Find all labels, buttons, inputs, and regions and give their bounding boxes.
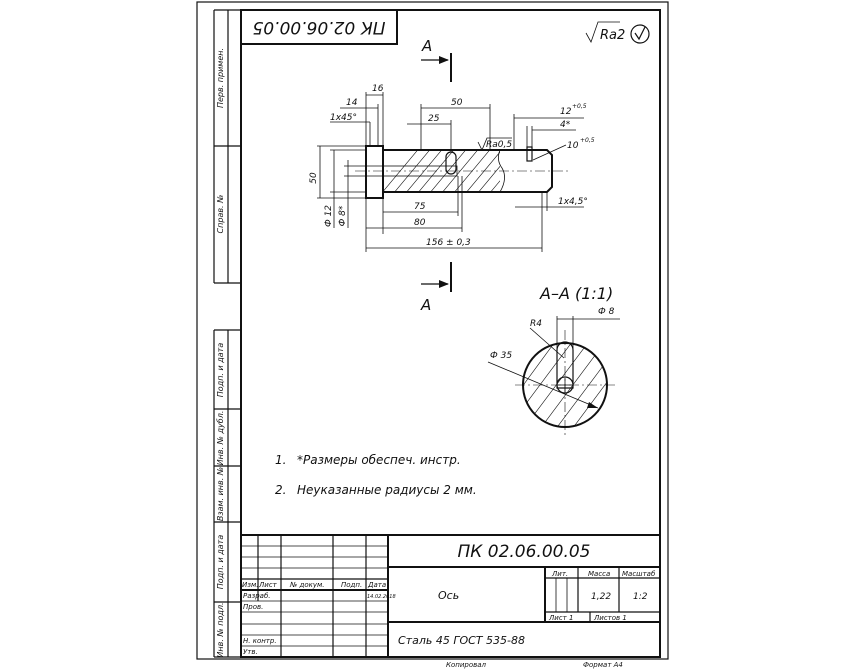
section-dim-r4: R4	[530, 319, 542, 329]
section-letter-top: A	[421, 37, 432, 55]
label-inv-dubl: Инв. № дубл.	[216, 411, 225, 466]
tb-razrab: Разраб.	[243, 592, 271, 600]
label-podp-data-2: Подп. и дата	[216, 535, 225, 590]
label-perv-primen: Перв. примен.	[216, 48, 225, 108]
check-icon	[634, 26, 646, 41]
dim-dia8: Ф 8*	[338, 205, 348, 226]
label-sprav: Справ. №	[216, 195, 225, 234]
footer-kopiroval: Копировал	[446, 661, 487, 669]
tb-col-izm: Изм.	[242, 581, 258, 589]
sheet-border	[196, 1, 669, 660]
dim-50: 50	[451, 98, 463, 108]
note-1-text: *Размеры обеспеч. инстр.	[297, 453, 461, 467]
section-view: A–A (1:1) Ф 35 R4	[487, 284, 620, 435]
tb-list: Лист 1	[548, 614, 573, 622]
dim-12-tol: +0,5	[572, 103, 587, 110]
rotated-designation-text: ПК 02.06.00.05	[253, 17, 386, 37]
tb-col-list: Лист	[258, 581, 278, 589]
section-dim-dia35: Ф 35	[490, 351, 512, 361]
note-1-number: 1.	[275, 453, 286, 467]
section-hatching	[383, 150, 500, 192]
tb-col-podp: Подп.	[341, 581, 362, 589]
title-block: Изм. Лист № докум. Подп. Дата 14.02.2018…	[240, 534, 661, 658]
dim-75: 75	[414, 202, 426, 212]
dim-80: 80	[414, 218, 426, 228]
tb-lit: Лит.	[551, 570, 568, 578]
section-letter-bottom: A	[420, 296, 431, 314]
tb-masshtab: Масштаб	[622, 570, 656, 578]
section-dim-dia8: Ф 8	[598, 307, 615, 317]
dim-ra05: Ra0,5	[486, 140, 512, 150]
tb-scale-value: 1:2	[633, 592, 648, 602]
side-columns: Перв. примен. Справ. № Подп. и дата Инв.…	[213, 9, 241, 658]
technical-notes: 1. *Размеры обеспеч. инстр. 2. Неуказанн…	[275, 453, 477, 497]
roughness-text: Ra2	[600, 28, 625, 43]
roughness-mark: Ra2	[585, 21, 650, 44]
tb-col-data: Дата	[367, 581, 386, 589]
label-inv-podl: Инв. № подл.	[216, 602, 225, 657]
dim-chamfer-left: 1х45°	[330, 113, 357, 123]
dim-10: 10	[567, 141, 579, 151]
dim-chamfer-right: 1х4,5°	[558, 197, 588, 207]
tb-prov: Пров.	[243, 603, 263, 611]
tb-part-name: Ось	[438, 589, 459, 602]
dim-156: 156 ± 0,3	[426, 238, 471, 248]
tb-massa: Масса	[588, 570, 610, 578]
dim-dia12: Ф 12	[324, 205, 334, 227]
tb-material: Сталь 45 ГОСТ 535-88	[398, 634, 525, 647]
tb-massa-value: 1,22	[591, 592, 611, 602]
tb-designation: ПК 02.06.00.05	[458, 542, 591, 562]
section-marks: A A	[420, 37, 452, 314]
tb-n-kontr: Н. контр.	[243, 637, 277, 645]
dim-14: 14	[346, 98, 358, 108]
dim-25: 25	[428, 114, 440, 124]
tb-col-doc: № докум.	[289, 581, 325, 589]
axle-main-view	[355, 145, 568, 199]
label-vzam-inv: Взам. инв. №	[216, 467, 225, 521]
dim-4: 4*	[560, 120, 571, 130]
tb-utv: Утв.	[243, 648, 258, 656]
dimension-lines: 16 14 1х45° 50 25 12 +0,5 4* 10 +0,5 Ra0	[309, 84, 595, 252]
note-2-text: Неуказанные радиусы 2 мм.	[297, 483, 477, 497]
dim-16: 16	[372, 84, 384, 94]
tb-date-value: 14.02.2018	[367, 594, 396, 600]
tb-listov: Листов 1	[593, 614, 627, 622]
dim-12: 12	[560, 107, 572, 117]
rotated-designation-box: ПК 02.06.00.05	[240, 9, 398, 45]
footer-format: Формат А4	[583, 661, 623, 669]
roughness-check-circle	[630, 24, 650, 44]
dim-10-tol: +0,5	[580, 137, 595, 144]
note-2-number: 2.	[275, 483, 286, 497]
label-podp-data-1: Подп. и дата	[216, 343, 225, 398]
section-title: A–A (1:1)	[539, 284, 613, 303]
dim-50-vertical: 50	[309, 172, 319, 184]
